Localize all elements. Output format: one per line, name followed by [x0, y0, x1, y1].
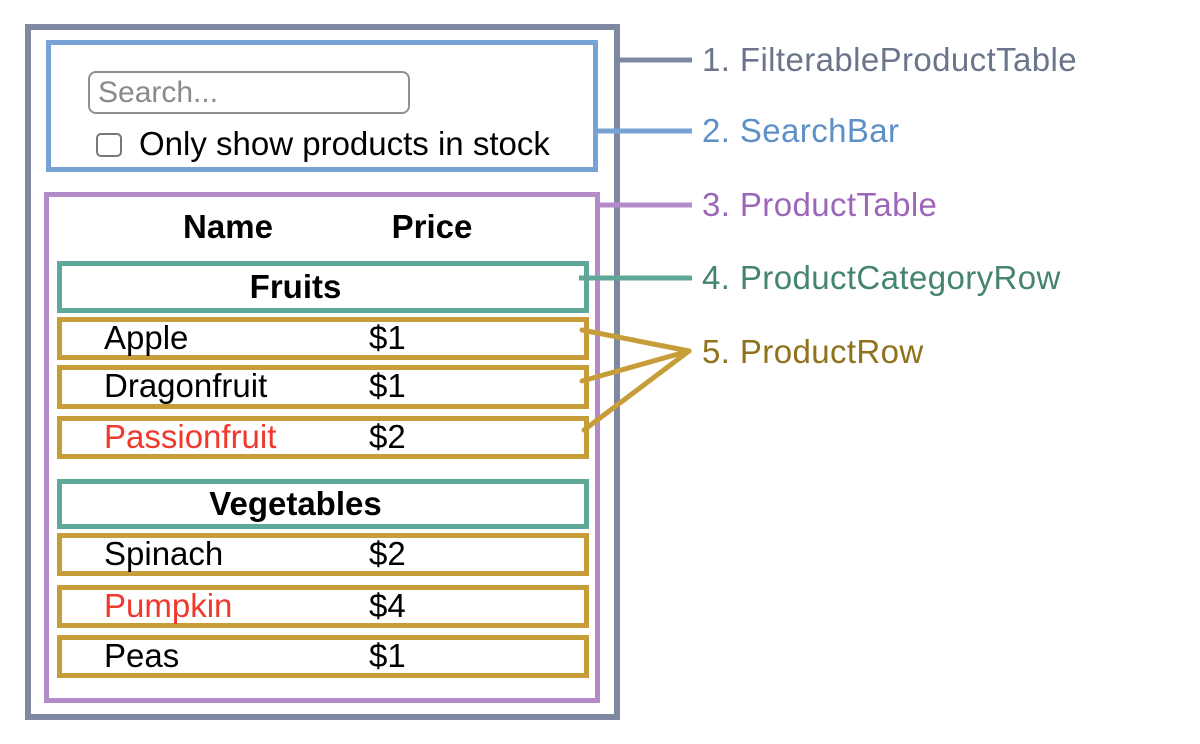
- search-bar-box: Only show products in stock: [46, 40, 598, 172]
- product-row-apple: Apple $1: [57, 317, 589, 360]
- legend-product-table: 3. ProductTable: [702, 186, 938, 223]
- category-label: Fruits: [249, 268, 342, 305]
- product-name: Peas: [104, 636, 180, 674]
- product-row-dragonfruit: Dragonfruit $1: [57, 365, 589, 409]
- legend-search-bar: 2. SearchBar: [702, 112, 900, 149]
- product-name: Pumpkin: [104, 586, 233, 624]
- category-label: Vegetables: [209, 485, 382, 522]
- category-row-fruits: Fruits: [57, 261, 589, 313]
- product-name: Dragonfruit: [104, 367, 268, 405]
- product-price: $1: [369, 636, 406, 674]
- product-price: $1: [369, 367, 406, 405]
- in-stock-checkbox-label: Only show products in stock: [139, 125, 550, 162]
- product-row-peas: Peas $1: [57, 635, 589, 678]
- product-row-passionfruit: Passionfruit $2: [57, 416, 589, 459]
- category-row-vegetables: Vegetables: [57, 479, 589, 529]
- legend-product-category-row: 4. ProductCategoryRow: [702, 259, 1061, 296]
- product-price: $4: [369, 586, 406, 624]
- product-price: $1: [369, 318, 406, 356]
- product-name: Apple: [104, 318, 189, 356]
- product-name: Passionfruit: [104, 417, 277, 455]
- product-price: $2: [369, 534, 406, 572]
- name-column-header: Name: [183, 208, 273, 245]
- product-price: $2: [369, 417, 406, 455]
- product-row-spinach: Spinach $2: [57, 533, 589, 576]
- in-stock-checkbox[interactable]: [96, 133, 122, 157]
- search-input[interactable]: [88, 71, 410, 114]
- price-column-header: Price: [391, 208, 473, 245]
- legend-filterable-product-table: 1. FilterableProductTable: [702, 41, 1078, 78]
- product-table-box: Name Price Fruits Apple $1 Dragonfruit $…: [44, 192, 600, 703]
- legend-product-row: 5. ProductRow: [702, 333, 924, 370]
- product-row-pumpkin: Pumpkin $4: [57, 585, 589, 628]
- product-name: Spinach: [104, 534, 224, 572]
